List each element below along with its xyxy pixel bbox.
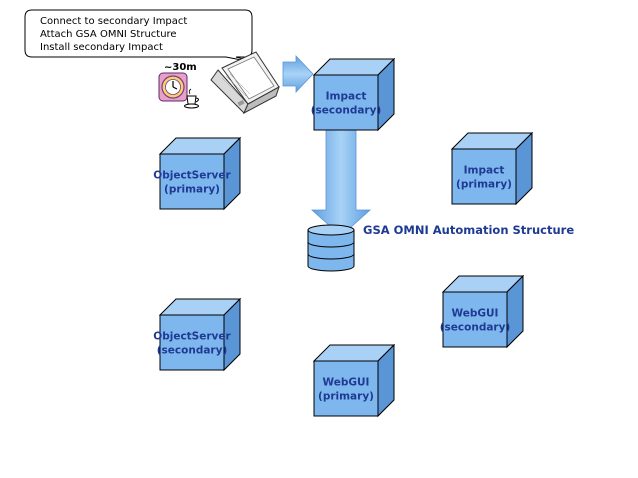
callout-line-3: Install secondary Impact — [40, 42, 163, 53]
box-front-face — [159, 314, 225, 371]
node-objectserver-primary: ObjectServer (primary) — [153, 136, 242, 211]
node-label-line1: WebGUI — [323, 377, 370, 389]
callout-bubble: Connect to secondary Impact Attach GSA O… — [24, 9, 263, 65]
structure-label: GSA OMNI Automation Structure — [363, 223, 574, 237]
node-label-line2: (primary) — [164, 184, 220, 196]
node-label-line1: WebGUI — [452, 308, 499, 320]
node-label-line2: (secondary) — [440, 322, 511, 334]
node-label-line2: (secondary) — [311, 105, 382, 117]
node-label-line2: (secondary) — [157, 345, 228, 357]
node-impact-primary: Impact (primary) — [450, 131, 534, 206]
connect-arrow — [282, 54, 314, 94]
node-label-line1: ObjectServer — [153, 331, 231, 343]
node-label-line2: (primary) — [318, 391, 374, 403]
box-front-face — [451, 148, 517, 205]
box-front-face — [313, 74, 379, 131]
node-boxes: Impact(secondary)Impact(primary)ObjectSe… — [153, 57, 534, 418]
coffee-cup-icon — [184, 88, 199, 109]
node-webgui-primary: WebGUI (primary) — [312, 343, 396, 418]
box-front-face — [313, 360, 379, 417]
box-front-face — [442, 291, 508, 348]
node-objectserver-secondary: ObjectServer (secondary) — [153, 297, 242, 372]
node-impact-secondary: Impact (secondary) — [311, 57, 396, 132]
box-front-face — [159, 153, 225, 210]
node-webgui-secondary: WebGUI (secondary) — [440, 274, 525, 349]
callout-line-1: Connect to secondary Impact — [40, 16, 187, 27]
node-label-line2: (primary) — [456, 179, 512, 191]
duration-label: ~30m — [164, 62, 197, 73]
node-label-line1: ObjectServer — [153, 170, 231, 182]
laptop-icon — [210, 51, 280, 115]
callout-line-2: Attach GSA OMNI Structure — [40, 29, 177, 40]
database-icon — [307, 224, 355, 272]
attach-arrow — [310, 113, 372, 237]
node-label-line1: Impact — [326, 91, 367, 103]
clock-icon — [158, 72, 188, 102]
node-label-line1: Impact — [464, 165, 505, 177]
